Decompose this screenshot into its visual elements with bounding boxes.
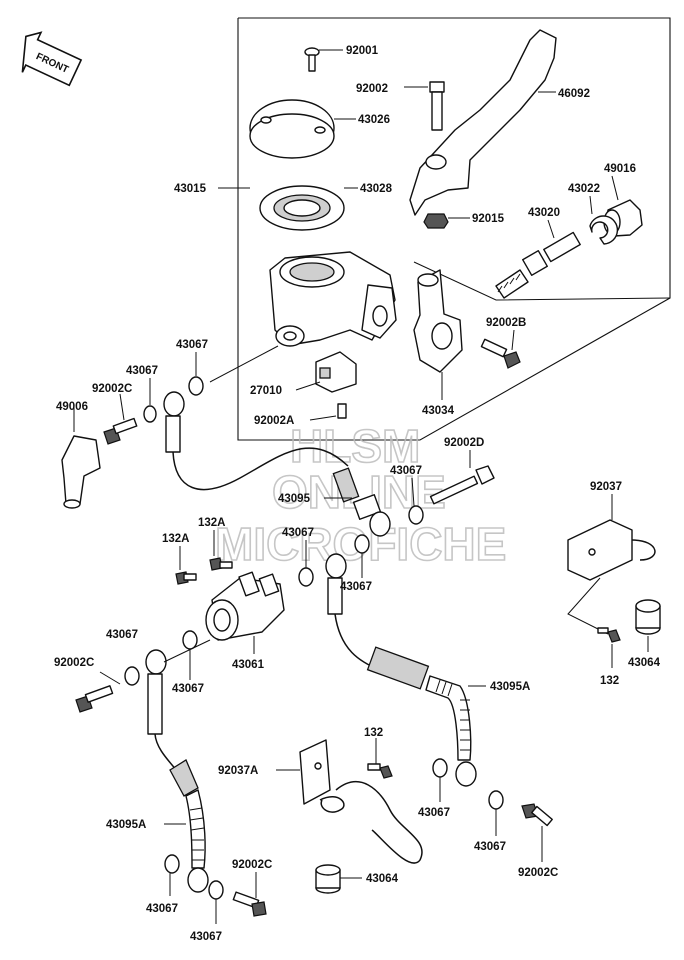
label-43061: 43061 (232, 659, 265, 671)
label-43067-h: 43067 (418, 807, 450, 819)
label-43022: 43022 (568, 183, 600, 195)
washer-43067-j (432, 758, 448, 778)
label-132-a: 132 (600, 675, 619, 687)
label-43067-d: 43067 (282, 527, 314, 539)
label-43095A-b: 43095A (106, 819, 146, 831)
label-43067-i: 43067 (474, 841, 506, 853)
circlip-43022 (589, 215, 619, 245)
washer-43067-e (298, 567, 314, 587)
banjo-fitting-upper (163, 391, 349, 491)
part-labels: 92001 92002 46092 43026 43015 43028 4901… (54, 45, 661, 943)
brake-lever-46092 (409, 29, 557, 216)
label-27010: 27010 (250, 385, 282, 397)
label-43064-b: 43064 (366, 873, 399, 885)
piston-43020 (495, 231, 581, 299)
label-43067-f: 43067 (106, 629, 138, 641)
label-43064-a: 43064 (628, 657, 661, 669)
banjo-fitting-middle (325, 553, 381, 671)
reservoir-cap-43026 (249, 99, 335, 159)
master-cylinder-body (269, 251, 397, 347)
label-49006: 49006 (56, 401, 88, 413)
washer-43067-c (408, 505, 424, 525)
bolt-92002C-lower-left (75, 685, 114, 713)
diaphragm-43028 (259, 185, 345, 231)
screw-92001 (304, 47, 320, 72)
bolt-92002C-upper (103, 417, 138, 445)
pivot-bolt-92002 (429, 81, 445, 131)
grommet-43064-lower (315, 864, 341, 894)
label-92002C-c: 92002C (232, 859, 272, 871)
label-43067-e: 43067 (340, 581, 372, 593)
bracket-92037 (567, 519, 656, 581)
label-92002B: 92002B (486, 317, 526, 329)
washer-43067-f (182, 630, 198, 650)
washer-43067-d (354, 534, 370, 554)
assembly-frame (237, 17, 671, 441)
bolt-92002B (480, 338, 521, 369)
label-92001: 92001 (346, 45, 379, 57)
label-43015: 43015 (174, 183, 207, 195)
label-92002A: 92002A (254, 415, 294, 427)
label-132A-a: 132A (198, 517, 226, 529)
bolt-92002C-lower-mid (232, 891, 267, 917)
bracket-92037A (299, 739, 423, 864)
label-92002C-d: 92002C (518, 867, 558, 879)
label-92002C-a: 92002C (92, 383, 132, 395)
watermark-line-1: HLSM (290, 420, 420, 472)
holder-43034 (413, 269, 463, 373)
label-43034: 43034 (422, 405, 455, 417)
hose-43095A-right (366, 646, 477, 787)
screw-92002A (337, 403, 347, 419)
label-43020: 43020 (528, 207, 560, 219)
label-46092: 46092 (558, 88, 590, 100)
label-43067-c: 43067 (390, 465, 422, 477)
washer-43067-g (124, 666, 140, 686)
hose-43095 (332, 467, 391, 537)
label-43028: 43028 (360, 183, 393, 195)
label-43067-j: 43067 (146, 903, 178, 915)
hose-43095A-left (169, 759, 209, 893)
washer-43067-h (164, 854, 180, 874)
washer-43067-i (208, 880, 224, 900)
washer-43067-a (188, 376, 204, 396)
grommet-43064-right (635, 599, 661, 635)
label-132A-b: 132A (162, 533, 190, 545)
bolt-92002C-lower-right (521, 803, 553, 827)
cap-49006 (61, 435, 101, 509)
label-43067-b: 43067 (126, 365, 158, 377)
label-43067-a: 43067 (176, 339, 208, 351)
bolt-132A-right (209, 557, 233, 571)
bolt-132A-left (175, 571, 197, 585)
washer-43067-b (143, 405, 157, 423)
switch-27010 (315, 351, 357, 393)
label-43095A-a: 43095A (490, 681, 530, 693)
label-43067-g: 43067 (172, 683, 204, 695)
banjo-fitting-lower-left (145, 649, 179, 773)
label-92015: 92015 (472, 213, 505, 225)
bolt-132-right (597, 627, 621, 643)
label-49016: 49016 (604, 163, 636, 175)
label-132-b: 132 (364, 727, 383, 739)
bolt-92002D (429, 465, 495, 505)
label-43095: 43095 (278, 493, 311, 505)
label-92037A: 92037A (218, 765, 258, 777)
label-92037: 92037 (590, 481, 622, 493)
label-43026: 43026 (358, 114, 390, 126)
label-92002: 92002 (356, 83, 388, 95)
nut-92015 (423, 213, 449, 229)
label-43067-k: 43067 (190, 931, 222, 943)
bolt-132-lower (367, 763, 393, 779)
front-arrow-icon: FRONT (21, 31, 83, 87)
washer-43067-k (488, 790, 504, 810)
caliper-43061 (205, 571, 285, 641)
label-92002C-b: 92002C (54, 657, 94, 669)
label-92002D: 92002D (444, 437, 484, 449)
